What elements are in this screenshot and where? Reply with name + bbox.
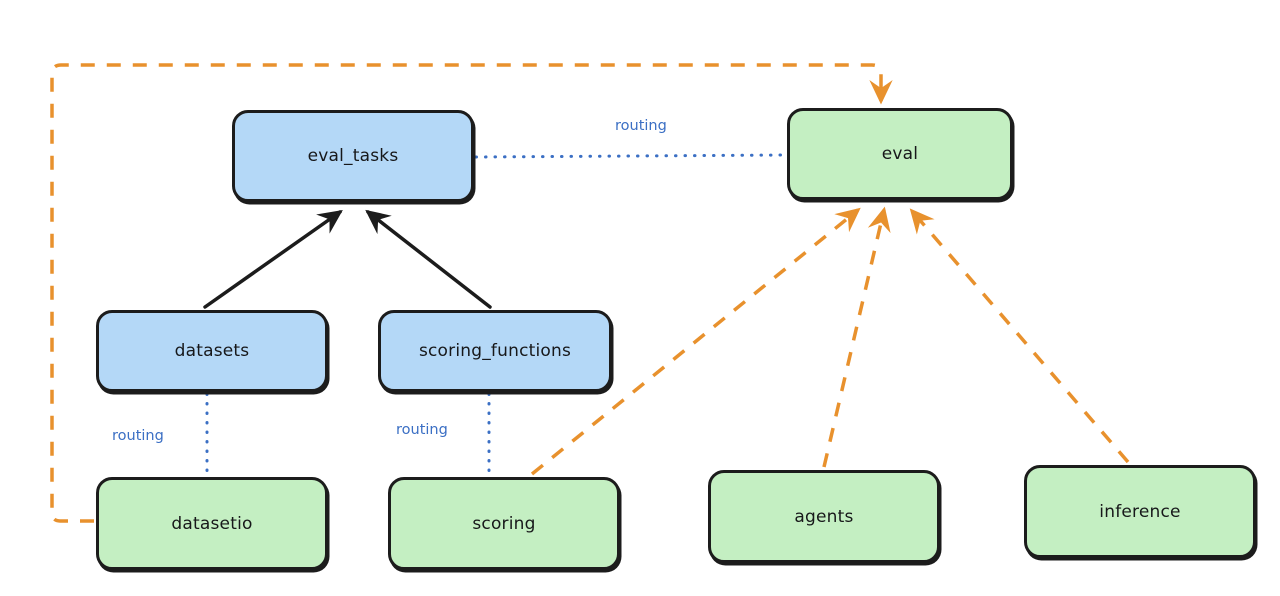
node-label-agents: agents <box>794 506 854 527</box>
edge-label-routing-datasets-datasetio: routing <box>112 428 164 444</box>
node-eval[interactable]: eval <box>787 108 1013 200</box>
node-label-datasets: datasets <box>174 341 250 361</box>
edge-label-routing-eval-tasks-eval: routing <box>615 118 667 134</box>
node-label-scoring: scoring <box>472 513 536 534</box>
node-scoring-functions[interactable]: scoring_functions <box>378 310 612 392</box>
node-label-inference: inference <box>1099 501 1181 522</box>
edge-datasets-eval_tasks <box>203 209 343 309</box>
node-datasets[interactable]: datasets <box>96 310 328 392</box>
edge-agents-eval <box>822 206 891 468</box>
node-label-scoring-functions: scoring_functions <box>418 341 572 361</box>
node-datasetio[interactable]: datasetio <box>96 477 328 570</box>
node-scoring[interactable]: scoring <box>388 477 620 570</box>
edge-eval_tasks-eval <box>474 153 787 159</box>
edge-scoring-eval <box>530 207 861 476</box>
node-label-eval: eval <box>881 144 919 164</box>
node-label-eval-tasks: eval_tasks <box>307 146 399 166</box>
edge-scoring_functions-eval_tasks <box>365 209 492 309</box>
node-label-datasetio: datasetio <box>171 513 253 534</box>
edge-label-routing-scoring-functions-scoring: routing <box>396 422 448 438</box>
edge-inference-eval <box>909 208 1130 464</box>
node-inference[interactable]: inference <box>1024 465 1256 558</box>
node-agents[interactable]: agents <box>708 470 940 563</box>
node-eval-tasks[interactable]: eval_tasks <box>232 110 474 202</box>
